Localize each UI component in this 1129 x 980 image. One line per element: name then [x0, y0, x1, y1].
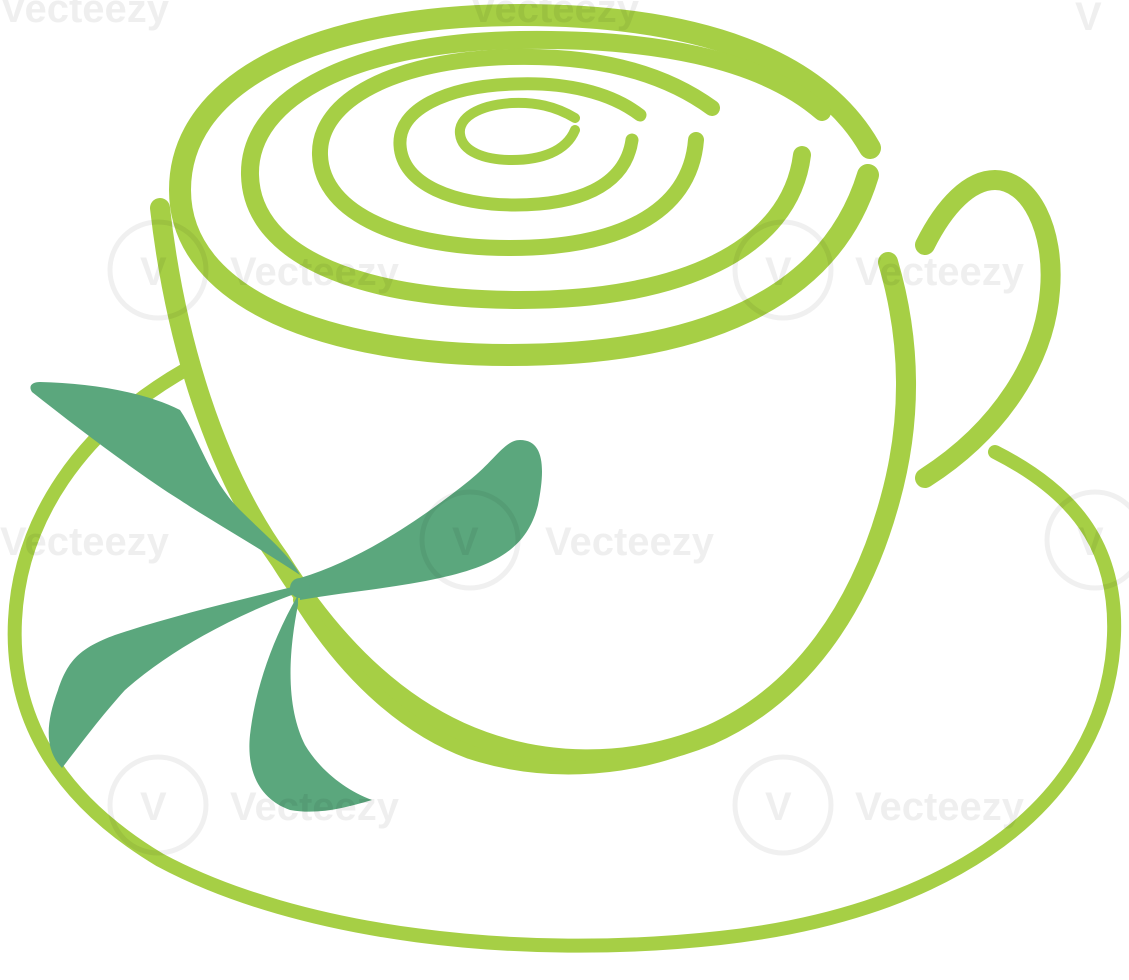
svg-text:Vecteezy: Vecteezy: [230, 785, 400, 829]
coffee-swirl-center: [454, 97, 580, 166]
bow-loop-upper-left: [30, 382, 300, 575]
svg-text:Vecteezy: Vecteezy: [855, 785, 1025, 829]
saucer-icon: [7, 363, 1122, 953]
svg-text:V: V: [452, 520, 479, 564]
cup-left-wall: [150, 198, 917, 770]
bow-tail-bottom: [249, 595, 372, 812]
svg-text:V: V: [765, 250, 792, 294]
svg-text:Vecteezy: Vecteezy: [545, 520, 715, 564]
svg-text:V: V: [140, 250, 167, 294]
watermark-row-2: Vecteezy V Vecteezy V: [0, 489, 1129, 591]
svg-text:V: V: [765, 785, 792, 829]
bow-tail-left: [48, 585, 300, 768]
bow-loop-right: [300, 440, 543, 600]
svg-text:Vecteezy: Vecteezy: [470, 0, 640, 31]
cup-handle: [915, 169, 1061, 488]
ribbon-bow-icon: [30, 382, 543, 812]
coffee-swirl-ring-2: [240, 30, 831, 310]
coffee-cup-icon: [150, 3, 1061, 775]
watermark-row-3: V Vecteezy V Vecteezy: [107, 754, 1025, 856]
coffee-swirl-ring-3: [311, 48, 720, 257]
svg-text:V: V: [140, 785, 167, 829]
coffee-swirl-ring-4: [393, 77, 647, 212]
svg-text:Vecteezy: Vecteezy: [230, 250, 400, 294]
svg-text:Vecteezy: Vecteezy: [855, 250, 1025, 294]
watermark: Vecteezy Vecteezy V V Vecteezy V Vecteez…: [0, 0, 1129, 856]
watermark-top: Vecteezy Vecteezy V: [0, 0, 1102, 39]
svg-text:Vecteezy: Vecteezy: [0, 0, 170, 31]
svg-text:Vecteezy: Vecteezy: [0, 520, 170, 564]
saucer-rim: [7, 363, 1122, 953]
cup-base-curve: [293, 593, 697, 775]
bow-knot: [290, 578, 310, 598]
watermark-row-1: V Vecteezy V Vecteezy: [107, 219, 1025, 321]
svg-text:V: V: [1075, 0, 1102, 39]
svg-text:V: V: [1077, 520, 1104, 564]
coffee-swirl-outer: [168, 3, 881, 367]
